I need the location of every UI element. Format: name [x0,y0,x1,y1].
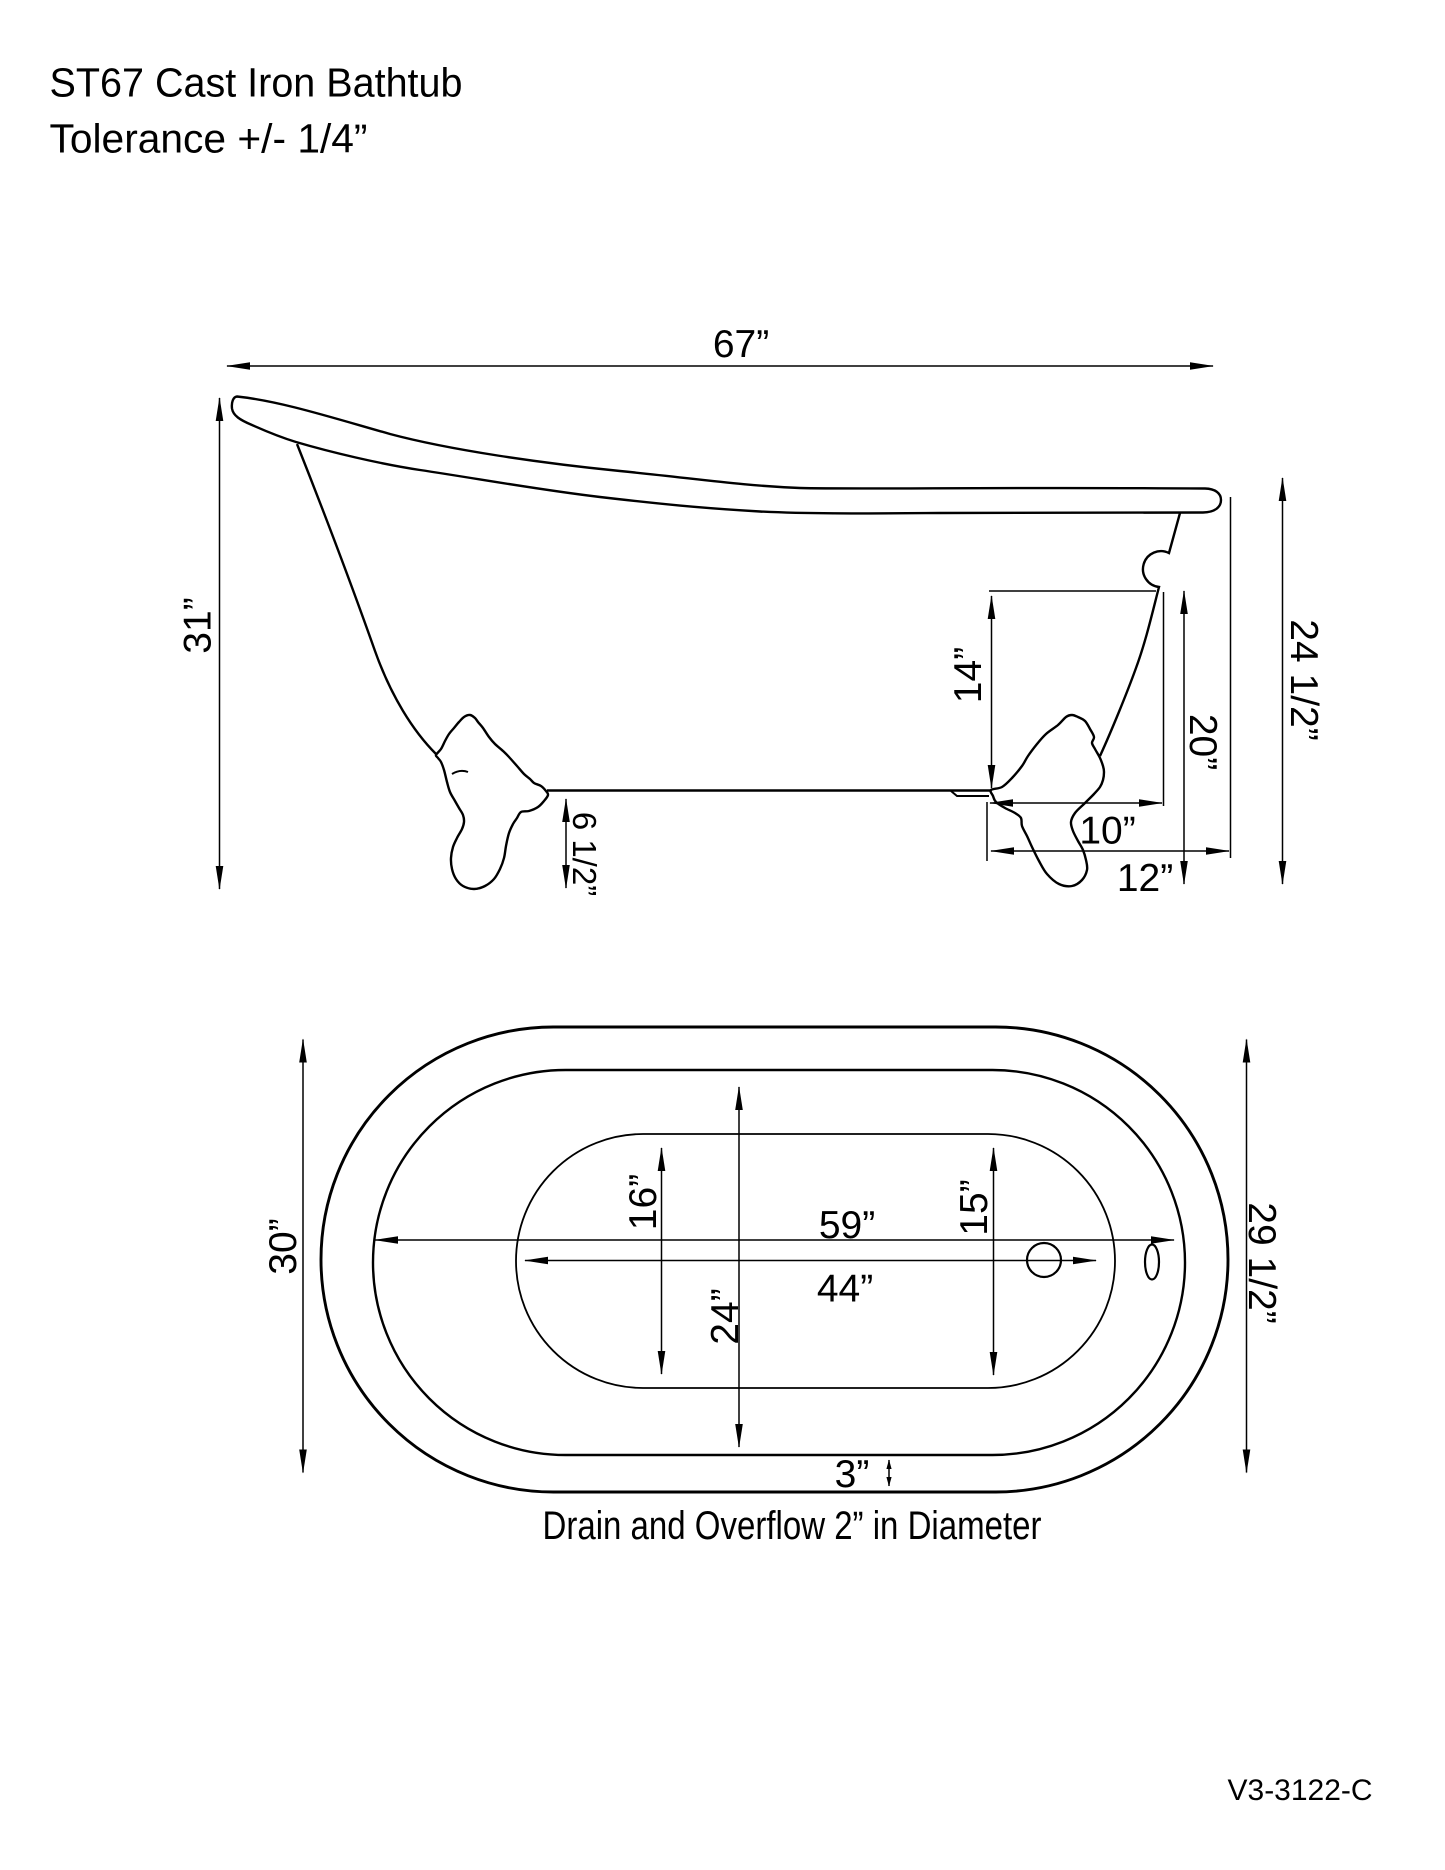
svg-text:6 1/2”: 6 1/2” [566,812,603,896]
svg-text:ST67 Cast Iron Bathtub: ST67 Cast Iron Bathtub [50,60,463,106]
svg-text:59”: 59” [819,1204,875,1247]
svg-text:12”: 12” [1117,857,1173,900]
svg-text:24 1/2”: 24 1/2” [1282,619,1325,740]
svg-text:67”: 67” [713,323,769,366]
svg-text:14”: 14” [947,647,990,703]
svg-text:15”: 15” [953,1179,996,1235]
svg-text:20”: 20” [1181,714,1224,770]
svg-text:10”: 10” [1079,810,1135,853]
svg-text:31”: 31” [177,597,220,653]
svg-text:3”: 3” [835,1453,870,1496]
svg-text:Drain and Overflow 2” in Diame: Drain and Overflow 2” in Diameter [543,1504,1042,1548]
svg-text:30”: 30” [262,1218,305,1274]
svg-text:16”: 16” [622,1174,665,1230]
svg-text:44”: 44” [817,1268,873,1311]
svg-text:29 1/2”: 29 1/2” [1240,1202,1283,1323]
svg-text:V3-3122-C: V3-3122-C [1228,1774,1373,1807]
svg-text:24”: 24” [704,1288,747,1344]
svg-text:Tolerance +/- 1/4”: Tolerance +/- 1/4” [50,116,368,162]
